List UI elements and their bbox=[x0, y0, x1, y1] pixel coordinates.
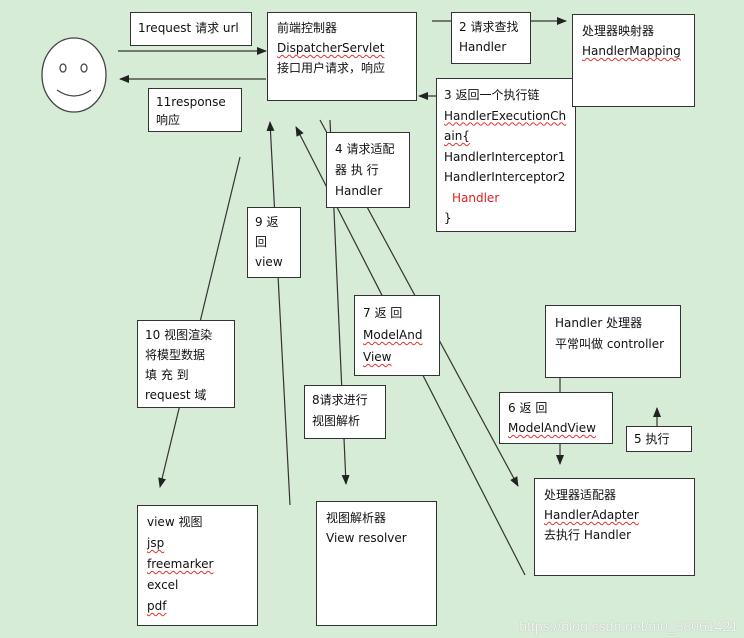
smiley-face-icon bbox=[41, 37, 107, 113]
step-3-line-2: HandlerExecutionCh bbox=[444, 108, 567, 123]
resolver-name: View resolver bbox=[326, 531, 407, 545]
step-9-line-3: view bbox=[255, 255, 283, 269]
step-11-line-2: 响应 bbox=[156, 113, 181, 127]
step-4-request-adapter: 4 请求适配 器 执 行 Handler bbox=[326, 132, 410, 208]
mapping-title: 处理器映射器 bbox=[582, 24, 655, 38]
step-8-line-1: 8请求进行 bbox=[312, 393, 368, 407]
adapter-name: HandlerAdapter bbox=[544, 508, 639, 522]
step-4-line-1: 4 请求适配 bbox=[335, 142, 395, 156]
step-10-render-view: 10 视图渲染 将模型数据 填 充 到 request 域 bbox=[137, 320, 235, 408]
watermark: https://blog.csdn.net/m0_38061421 bbox=[519, 618, 738, 634]
step-3-line-4: HandlerInterceptor1 bbox=[444, 149, 566, 164]
step-11-line-1: 11response bbox=[156, 95, 226, 109]
step-7-line-3: View bbox=[363, 350, 392, 364]
view-resolver-box: 视图解析器 View resolver bbox=[316, 501, 437, 626]
handler-desc: 平常叫做 controller bbox=[555, 337, 665, 351]
step-8-request-resolve: 8请求进行 视图解析 bbox=[304, 385, 386, 439]
step-2-find-handler: 2 请求查找 Handler bbox=[451, 12, 531, 64]
step-7-line-1: 7 返 回 bbox=[363, 306, 403, 320]
step-2-line-1: 2 请求查找 bbox=[459, 20, 519, 34]
step-3-line-handler: Handler bbox=[452, 190, 500, 205]
step-3-line-1: 3 返回一个执行链 bbox=[444, 88, 540, 102]
resolver-title: 视图解析器 bbox=[326, 511, 387, 525]
dispatcher-name: DispatcherServlet bbox=[277, 41, 385, 55]
step-5-text: 5 执行 bbox=[634, 432, 670, 446]
step-3-return-chain: 3 返回一个执行链 HandlerExecutionCh ain{ Handle… bbox=[436, 78, 576, 232]
view-box: view 视图 jsp freemarker excel pdf bbox=[137, 505, 258, 626]
step-6-number: 6 bbox=[508, 401, 516, 415]
step-8-line-2: 视图解析 bbox=[312, 414, 361, 428]
view-item-pdf: pdf bbox=[147, 599, 167, 613]
handler-mapping-box: 处理器映射器 HandlerMapping bbox=[572, 14, 695, 107]
step-10-line-1: 10 视图渲染 bbox=[145, 328, 213, 342]
view-item-jsp: jsp bbox=[147, 536, 165, 550]
adapter-title: 处理器适配器 bbox=[544, 488, 617, 502]
arrow-return-view bbox=[266, 121, 291, 506]
dispatcher-desc: 接口用户请求，响应 bbox=[277, 61, 386, 75]
view-item-excel: excel bbox=[147, 578, 179, 592]
step-1-request: 1request 请求 url bbox=[130, 12, 252, 46]
step-2-line-2: Handler bbox=[459, 40, 507, 54]
view-item-freemarker: freemarker bbox=[147, 557, 214, 571]
step-7-return-modelandview: 7 返 回 ModelAnd View bbox=[354, 295, 440, 376]
step-5-execute: 5 执行 bbox=[626, 426, 692, 452]
mapping-name: HandlerMapping bbox=[582, 44, 681, 58]
step-4-line-2: 器 执 行 bbox=[335, 163, 379, 177]
dispatcher-title: 前端控制器 bbox=[277, 21, 338, 35]
view-title: view 视图 bbox=[147, 515, 203, 529]
handler-title: Handler 处理器 bbox=[555, 316, 643, 330]
step-10-line-2: 将模型数据 bbox=[145, 348, 206, 362]
step-11-response: 11response 响应 bbox=[148, 88, 242, 132]
step-4-line-3: Handler bbox=[335, 184, 383, 198]
step-9-line-2: 回 bbox=[255, 235, 268, 249]
step-7-line-2: ModelAnd bbox=[363, 328, 423, 342]
step-10-line-3: 填 充 到 bbox=[145, 368, 189, 382]
handler-adapter-box: 处理器适配器 HandlerAdapter 去执行 Handler bbox=[534, 478, 695, 576]
step-9-return-view: 9 返 回 view bbox=[247, 207, 301, 278]
step-6-word-2: 回 bbox=[535, 401, 548, 415]
step-3-line-5: HandlerInterceptor2 bbox=[444, 170, 566, 184]
step-3-line-7: } bbox=[444, 211, 452, 225]
dispatcher-servlet-box: 前端控制器 DispatcherServlet 接口用户请求，响应 bbox=[267, 12, 417, 101]
handler-controller-box: Handler 处理器 平常叫做 controller bbox=[545, 305, 681, 378]
step-6-line-1: 6 返 回 bbox=[508, 398, 604, 418]
step-10-line-4: request 域 bbox=[145, 388, 207, 402]
step-6-return-modelandview: 6 返 回 ModelAndView bbox=[499, 392, 613, 444]
adapter-desc: 去执行 Handler bbox=[544, 528, 632, 542]
step-1-text: 1request 请求 url bbox=[138, 21, 239, 35]
step-6-line-2: ModelAndView bbox=[508, 421, 596, 435]
step-3-line-3: ain{ bbox=[444, 129, 470, 143]
step-6-word-1: 返 bbox=[519, 401, 532, 415]
step-9-line-1: 9 返 bbox=[255, 215, 279, 229]
